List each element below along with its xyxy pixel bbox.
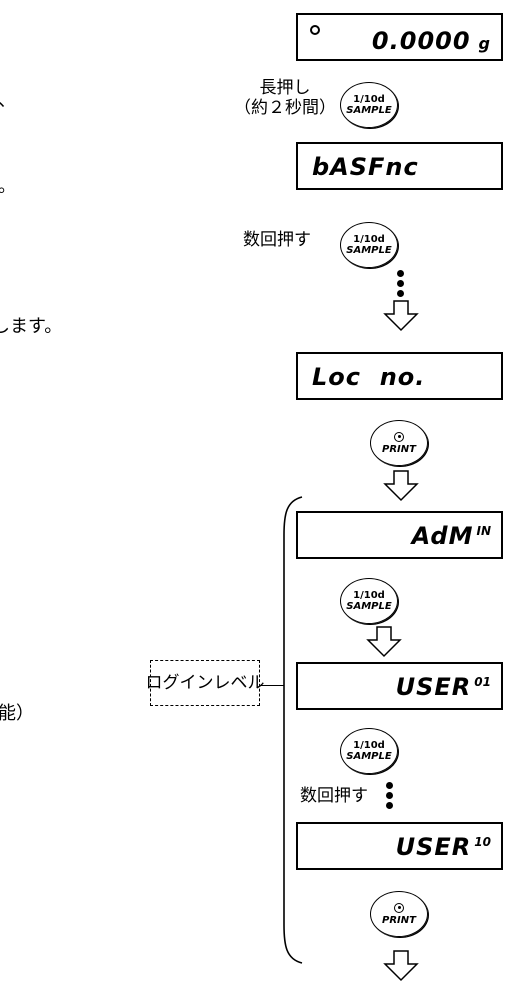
- sample-key-1-top: 1/10d: [353, 94, 385, 105]
- print-key-2[interactable]: PRINT: [370, 891, 428, 937]
- sample-key-4-bottom: SAMPLE: [346, 751, 392, 762]
- stable-indicator-icon: [310, 25, 320, 35]
- sample-key-2[interactable]: 1/10d SAMPLE: [340, 222, 398, 268]
- down-arrow-icon: [366, 626, 402, 658]
- display-user10-main: USER: [395, 833, 472, 861]
- display-admin-sup: IN: [476, 524, 491, 538]
- down-arrow-icon: [383, 300, 419, 332]
- display-loc: Loc no.: [296, 352, 503, 400]
- print-key-1[interactable]: PRINT: [370, 420, 428, 466]
- press-several-label-2: 数回押す: [300, 786, 368, 806]
- sample-key-4[interactable]: 1/10d SAMPLE: [340, 728, 398, 774]
- display-weight-unit: g: [478, 34, 491, 53]
- sample-key-1-bottom: SAMPLE: [346, 105, 392, 116]
- sample-key-2-bottom: SAMPLE: [346, 245, 392, 256]
- print-icon: [394, 431, 404, 442]
- display-admin-main: AdM: [411, 522, 474, 550]
- body-text-fragment-1: 、: [0, 92, 16, 110]
- hold-label-line2: （約２秒間）: [234, 98, 336, 119]
- login-level-box: ログインレベル: [146, 660, 265, 706]
- display-basfnc-text: bASFnc: [312, 153, 419, 181]
- continuation-dots-1: [397, 270, 404, 300]
- display-loc-text: Loc no.: [312, 363, 426, 391]
- sample-key-1[interactable]: 1/10d SAMPLE: [340, 82, 398, 128]
- display-user10-sup: 10: [474, 835, 491, 849]
- print-key-1-label: PRINT: [382, 443, 416, 455]
- display-basfnc: bASFnc: [296, 142, 503, 190]
- continuation-dots-2: [386, 782, 393, 812]
- hold-label: 長押し （約２秒間）: [230, 78, 340, 119]
- body-text-fragment-4: 能）: [0, 703, 34, 724]
- body-text-fragment-2: 。: [0, 178, 16, 196]
- down-arrow-icon: [383, 950, 419, 982]
- display-weight-value: 0.0000: [371, 27, 471, 55]
- display-user01-sup: 01: [474, 675, 491, 689]
- sample-key-2-top: 1/10d: [353, 234, 385, 245]
- hold-label-line1: 長押し: [259, 78, 311, 98]
- press-several-label-1: 数回押す: [243, 230, 311, 250]
- display-weight: 0.0000 g: [296, 13, 503, 61]
- sample-key-3-top: 1/10d: [353, 590, 385, 601]
- connector-line: [260, 685, 284, 686]
- down-arrow-icon: [383, 470, 419, 502]
- sample-key-4-top: 1/10d: [353, 740, 385, 751]
- login-level-label: ログインレベル: [145, 672, 265, 693]
- body-text-fragment-3: します。: [0, 316, 63, 337]
- print-key-2-label: PRINT: [382, 914, 416, 926]
- login-level-bracket: [283, 496, 303, 964]
- sample-key-3[interactable]: 1/10d SAMPLE: [340, 578, 398, 624]
- sample-key-3-bottom: SAMPLE: [346, 601, 392, 612]
- display-user01-main: USER: [395, 673, 472, 701]
- print-icon: [394, 902, 404, 913]
